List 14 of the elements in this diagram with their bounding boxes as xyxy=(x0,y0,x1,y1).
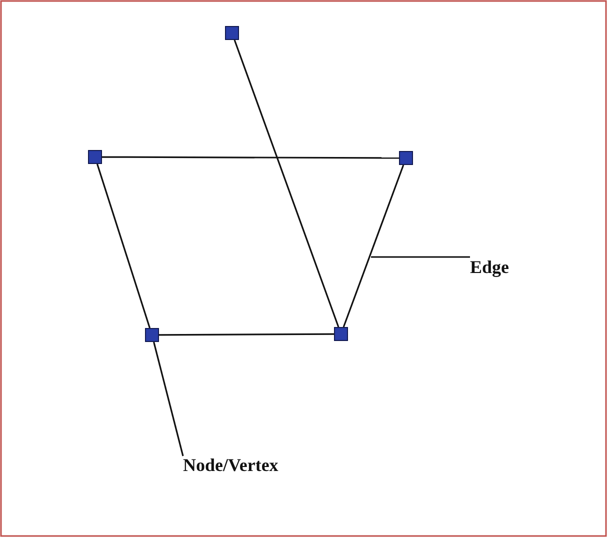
graph-edge xyxy=(102,156,399,159)
vertex-square xyxy=(88,150,102,164)
vertex-square xyxy=(145,328,159,342)
callout-label: Node/Vertex xyxy=(183,456,278,474)
leader-line xyxy=(371,256,470,258)
leader-line xyxy=(153,342,184,456)
vertex-square xyxy=(399,151,413,165)
graph-edge xyxy=(234,40,340,328)
vertex-square xyxy=(225,26,239,40)
callout-label: Edge xyxy=(470,258,510,276)
vertex-square xyxy=(334,327,348,341)
graph-edge xyxy=(159,333,334,336)
graph-edge xyxy=(342,164,404,328)
graph-edge xyxy=(96,164,151,328)
